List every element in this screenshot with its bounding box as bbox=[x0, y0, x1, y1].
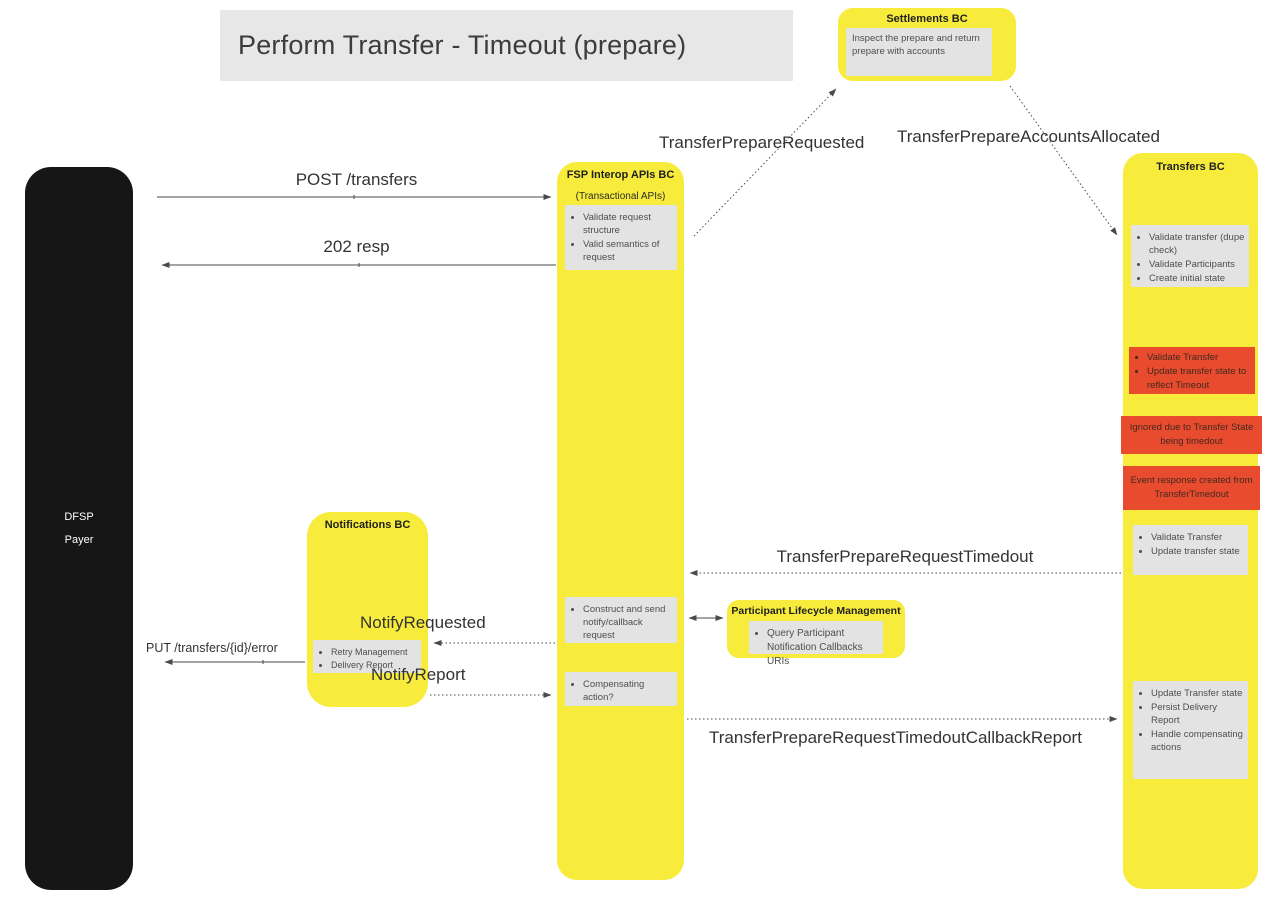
fsp-validate-note: Validate request structure Valid semanti… bbox=[565, 205, 677, 270]
note-item: Validate transfer (dupe check) bbox=[1149, 231, 1246, 257]
note-item: Update transfer state bbox=[1151, 545, 1245, 558]
transfers-timeout-red-note: Validate Transfer Update transfer state … bbox=[1129, 347, 1255, 394]
note-item: Delivery Report bbox=[331, 659, 418, 671]
transfers-ignored-red-note: Ignored due to Transfer State being time… bbox=[1121, 416, 1262, 454]
note-item: Construct and send notify/callback reque… bbox=[583, 603, 674, 642]
fsp-interop-subtitle: (Transactional APIs) bbox=[575, 191, 666, 202]
transfers-bc: Transfers BC Validate transfer (dupe che… bbox=[1121, 153, 1262, 889]
actor-role: Payer bbox=[64, 534, 94, 546]
note-item: Query Participant Notification Callbacks… bbox=[767, 627, 880, 668]
notifications-bc: Notifications BC Retry Management Delive… bbox=[307, 512, 428, 707]
note-item: Persist Delivery Report bbox=[1151, 701, 1245, 727]
note-item: Validate Transfer bbox=[1151, 531, 1245, 544]
note-item: Handle compensating actions bbox=[1151, 728, 1245, 754]
settlements-bc-title: Settlements BC bbox=[886, 13, 968, 25]
notifications-note: Retry Management Delivery Report bbox=[313, 640, 421, 673]
transfers-validate-note: Validate transfer (dupe check) Validate … bbox=[1131, 225, 1249, 287]
note-item: Update Transfer state bbox=[1151, 687, 1245, 700]
actor-dfsp-payer: DFSP Payer bbox=[25, 167, 133, 890]
note-item: Update transfer state to reflect Timeout bbox=[1147, 365, 1255, 393]
notifications-bc-title: Notifications BC bbox=[324, 519, 411, 531]
plm-title: Participant Lifecycle Management bbox=[731, 605, 901, 617]
fsp-construct-note: Construct and send notify/callback reque… bbox=[565, 597, 677, 643]
msg-notify-report: NotifyReport bbox=[371, 665, 466, 684]
fsp-interop-title: FSP Interop APIs BC bbox=[566, 169, 675, 181]
note-item: Valid semantics of request bbox=[583, 238, 674, 264]
plm-note: Query Participant Notification Callbacks… bbox=[749, 621, 883, 667]
participant-lifecycle-management: Participant Lifecycle Management Query P… bbox=[727, 600, 905, 667]
settlements-bc: Settlements BC Inspect the prepare and r… bbox=[838, 8, 1016, 81]
note-item: Validate Transfer bbox=[1147, 351, 1255, 365]
msg-transfer-prepare-request-timedout: TransferPrepareRequestTimedout bbox=[776, 547, 1034, 566]
diagram-title-bar: Perform Transfer - Timeout (prepare) bbox=[220, 10, 793, 81]
note-item: Retry Management bbox=[331, 646, 418, 658]
msg-transfer-prepare-accounts-allocated: TransferPrepareAccountsAllocated bbox=[897, 127, 1161, 146]
note-item: Create initial state bbox=[1149, 272, 1246, 285]
settlements-bc-note: Inspect the prepare and return prepare w… bbox=[846, 28, 992, 76]
fsp-compensate-note: Compensating action? bbox=[565, 672, 677, 706]
msg-timedout-callback-report: TransferPrepareRequestTimedoutCallbackRe… bbox=[709, 728, 1082, 747]
transfers-bc-title: Transfers BC bbox=[1156, 161, 1225, 173]
note-item: Validate request structure bbox=[583, 211, 674, 237]
arrow-transfer-prepare-accounts-allocated bbox=[1009, 85, 1118, 236]
msg-transfer-prepare-requested: TransferPrepareRequested bbox=[659, 133, 865, 152]
transfers-event-red-note: Event response created from TransferTime… bbox=[1123, 466, 1260, 510]
diagram-title: Perform Transfer - Timeout (prepare) bbox=[238, 30, 687, 60]
actor-name: DFSP bbox=[64, 511, 94, 523]
transfers-update-note: Validate Transfer Update transfer state bbox=[1133, 525, 1248, 575]
note-item: Validate Participants bbox=[1149, 258, 1246, 271]
msg-post-transfers: POST /transfers bbox=[295, 170, 418, 189]
fsp-interop-apis-bc: FSP Interop APIs BC (Transactional APIs)… bbox=[557, 162, 684, 880]
transfers-callback-note: Update Transfer state Persist Delivery R… bbox=[1133, 681, 1248, 779]
msg-notify-requested: NotifyRequested bbox=[360, 613, 486, 632]
msg-202-resp: 202 resp bbox=[323, 237, 390, 256]
note-item: Compensating action? bbox=[583, 678, 674, 704]
arrow-transfer-prepare-requested bbox=[693, 88, 837, 237]
msg-put-transfers-error: PUT /transfers/{id}/error bbox=[146, 641, 278, 655]
